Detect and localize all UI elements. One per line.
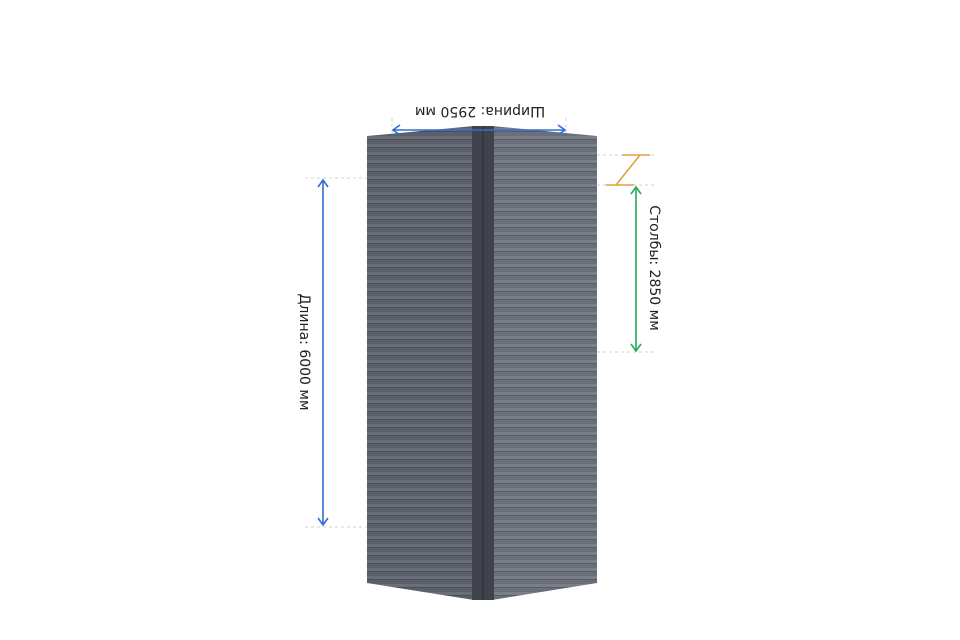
length-label: Длина: 6000 мм: [296, 293, 312, 410]
width-label: Ширина: 2950 мм: [415, 103, 545, 119]
roof-panel-left: [367, 126, 474, 600]
posts-arrow: [630, 185, 642, 353]
width-arrow: [391, 124, 567, 136]
post-top-marker: [606, 154, 650, 186]
posts-label: Столбы: 2850 мм: [646, 205, 662, 331]
length-arrow: [317, 178, 329, 527]
roof-panel-right: [492, 126, 597, 600]
